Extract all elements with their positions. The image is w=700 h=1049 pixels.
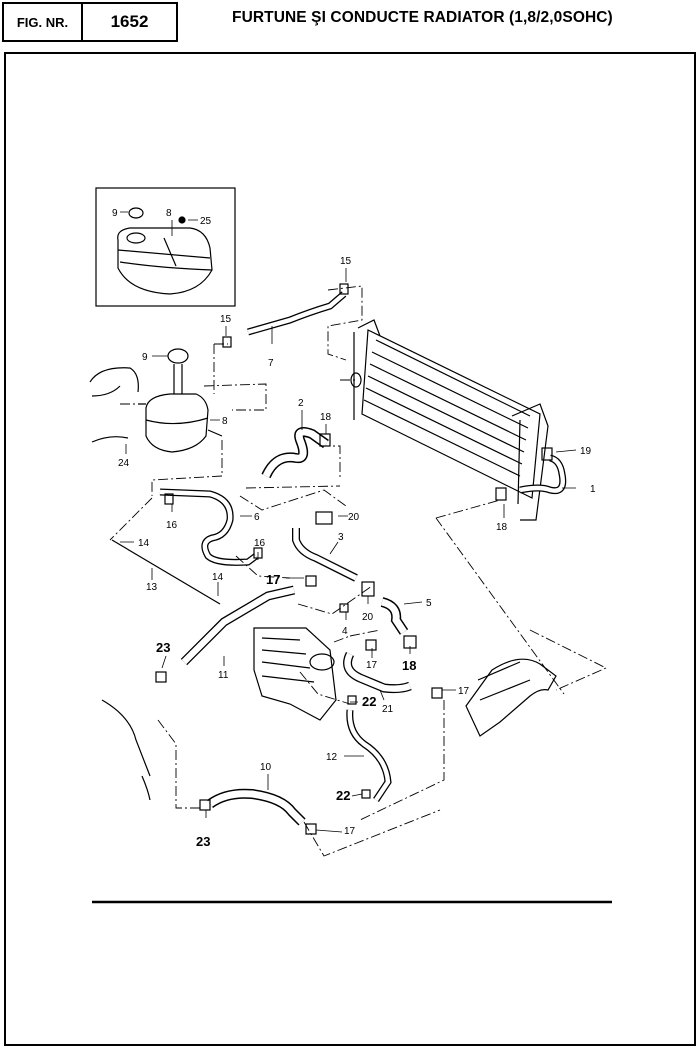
engine-block-icon <box>253 627 337 721</box>
callout-18: 18 <box>320 412 332 423</box>
leader-lines <box>120 211 577 833</box>
callout-14: 14 <box>138 538 150 549</box>
callout-23: 23 <box>196 834 210 849</box>
inset-tank-icon <box>117 207 213 295</box>
callout-24: 24 <box>118 458 130 469</box>
callout-17: 17 <box>458 686 470 697</box>
callout-8: 8 <box>222 416 228 427</box>
callout-20: 20 <box>362 612 374 623</box>
callout-15: 15 <box>220 314 232 325</box>
callout-19: 19 <box>580 446 592 457</box>
callout-25: 25 <box>200 216 212 227</box>
hose-12 <box>346 709 392 802</box>
callout-22: 22 <box>362 694 376 709</box>
callout-1: 1 <box>590 484 596 495</box>
guide-lines <box>109 285 608 857</box>
expansion-tank-icon <box>138 348 223 453</box>
callout-15: 15 <box>340 256 352 267</box>
figure-number: 1652 <box>81 2 178 42</box>
callout-12: 12 <box>326 752 338 763</box>
callout-8: 8 <box>166 208 172 219</box>
callout-17: 17 <box>366 660 378 671</box>
page-title: FURTUNE ŞI CONDUCTE RADIATOR (1,8/2,0SOH… <box>232 9 613 26</box>
callout-7: 7 <box>268 358 274 369</box>
fender-outline <box>89 367 139 443</box>
callout-13: 13 <box>146 582 158 593</box>
callout-20: 20 <box>348 512 360 523</box>
inset-detail-box <box>95 187 236 307</box>
body-outline <box>101 699 151 801</box>
callout-17: 17 <box>344 826 356 837</box>
callout-9: 9 <box>112 208 118 219</box>
callout-2: 2 <box>298 398 304 409</box>
callout-11: 11 <box>218 670 229 681</box>
callout-16: 16 <box>254 538 266 549</box>
callout-9: 9 <box>142 352 148 363</box>
radiator-icon <box>350 319 549 521</box>
callout-6: 6 <box>254 512 260 523</box>
callout-14: 14 <box>212 572 224 583</box>
callout-16: 16 <box>166 520 178 531</box>
callout-labels: 9 8 25 15 15 7 9 8 24 2 18 19 1 18 20 6 … <box>112 208 596 849</box>
callout-3: 3 <box>338 532 344 543</box>
callout-22: 22 <box>336 788 350 803</box>
thermostat-housing-icon <box>465 658 557 737</box>
callout-10: 10 <box>260 762 272 773</box>
rod-13 <box>111 539 221 605</box>
diagram-frame <box>4 52 696 1046</box>
callout-5: 5 <box>426 598 432 609</box>
callout-23: 23 <box>156 640 170 655</box>
callout-21: 21 <box>382 704 394 715</box>
callout-18: 18 <box>402 658 416 673</box>
callout-18: 18 <box>496 522 508 533</box>
clamp-icons <box>155 283 553 835</box>
callout-17: 17 <box>266 572 280 587</box>
callout-4: 4 <box>342 626 348 637</box>
